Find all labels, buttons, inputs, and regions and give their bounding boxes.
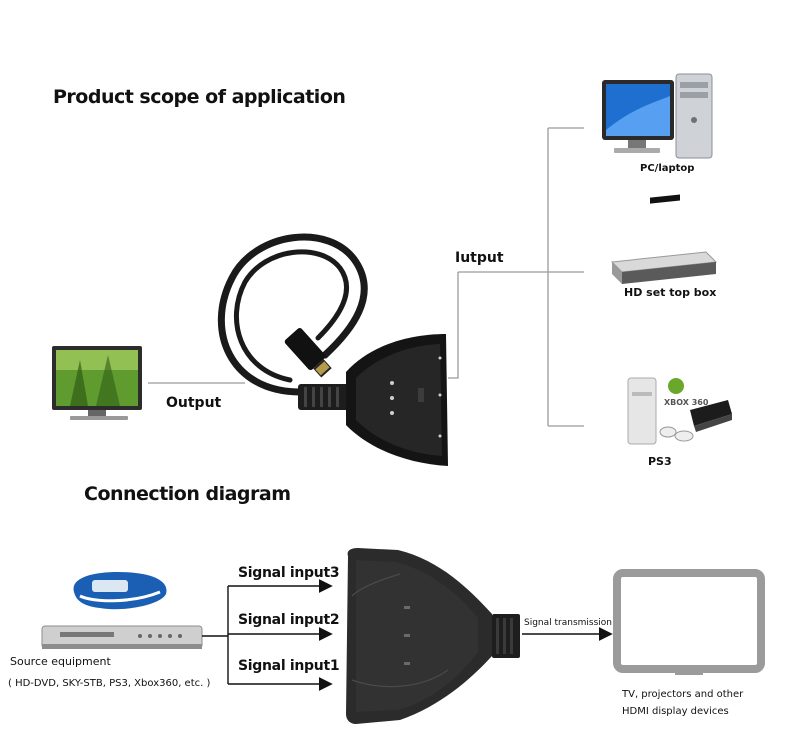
hdmi-switch-icon <box>298 334 448 466</box>
input-arrows <box>202 579 613 691</box>
source-equipment-label: Source equipment <box>10 655 111 668</box>
line-input-down <box>448 272 459 379</box>
pc-laptop-label: PC/laptop <box>640 163 695 174</box>
console-brand: XBOX 360 <box>664 398 709 407</box>
signal-transmission-label: Signal transmission <box>524 618 613 628</box>
tv-icon <box>52 346 142 420</box>
hdmi-cable-icon <box>217 233 368 396</box>
input-label: Iutput <box>455 250 504 266</box>
switch-front-icon <box>346 548 520 724</box>
pc-laptop-icon <box>602 73 713 159</box>
signal-input3-label: Signal input3 <box>238 565 340 581</box>
connection-diagram-title: Connection diagram <box>84 483 291 505</box>
ps3-label: PS3 <box>648 455 672 468</box>
set-top-box-label: HD set top box <box>624 286 717 299</box>
signal-input2-label: Signal input2 <box>238 612 340 628</box>
source-examples-label: ( HD-DVD, SKY-STB, PS3, Xbox360, etc. ) <box>8 678 211 689</box>
display-label-line2: HDMI display devices <box>622 706 729 717</box>
output-label: Output <box>166 395 222 411</box>
display-device-icon <box>613 569 765 675</box>
signal-input1-label: Signal input1 <box>238 658 340 674</box>
product-scope-title: Product scope of application <box>53 86 346 108</box>
connector-lines <box>148 127 584 427</box>
bluray-player-icon <box>41 572 203 649</box>
display-label-line1: TV, projectors and other <box>622 689 744 700</box>
ps3-console-icon: XBOX 360 <box>627 377 732 445</box>
set-top-box-icon <box>610 194 718 284</box>
